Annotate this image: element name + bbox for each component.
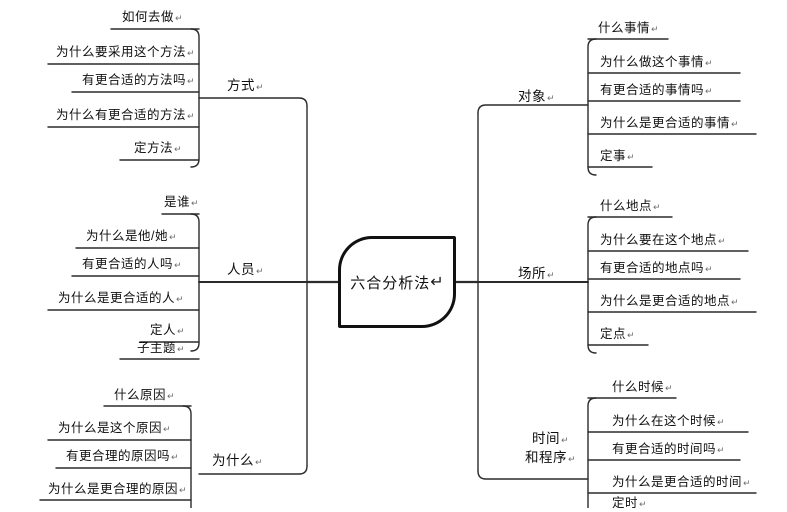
return-mark-icon: ↵ xyxy=(175,13,184,23)
branch-label-method[interactable]: 方式↵ xyxy=(227,78,265,93)
leaf-why-2[interactable]: 有更合理的原因吗↵ xyxy=(66,449,180,463)
leaf-personnel-5[interactable]: 子主题↵ xyxy=(137,341,186,355)
return-mark-icon: ↵ xyxy=(255,457,264,467)
leaf-personnel-1[interactable]: 为什么是他/她↵ xyxy=(86,229,178,243)
return-mark-icon: ↵ xyxy=(705,264,714,274)
return-mark-icon: ↵ xyxy=(568,454,577,464)
leaf-place-0[interactable]: 什么地点↵ xyxy=(600,199,662,213)
leaf-why-0[interactable]: 什么原因↵ xyxy=(114,388,176,402)
leaf-time-3[interactable]: 为什么是更合适的时间↵ xyxy=(612,475,752,489)
leaf-time-4[interactable]: 定时↵ xyxy=(612,496,648,510)
leaf-method-4[interactable]: 定方法↵ xyxy=(134,141,183,155)
return-mark-icon: ↵ xyxy=(651,24,660,34)
leaf-why-3[interactable]: 为什么是更合理的原因↵ xyxy=(48,482,188,496)
return-mark-icon: ↵ xyxy=(430,274,444,291)
return-mark-icon: ↵ xyxy=(705,58,714,68)
return-mark-icon: ↵ xyxy=(167,391,176,401)
leaf-object-3[interactable]: 为什么是更合适的事情↵ xyxy=(600,116,740,130)
return-mark-icon: ↵ xyxy=(743,478,752,488)
return-mark-icon: ↵ xyxy=(174,260,183,270)
leaf-time-2[interactable]: 有更合适的时间吗↵ xyxy=(612,442,726,456)
leaf-time-0[interactable]: 什么时候↵ xyxy=(612,380,674,394)
leaf-place-1[interactable]: 为什么要在这个地点↵ xyxy=(600,233,727,247)
return-mark-icon: ↵ xyxy=(731,297,740,307)
return-mark-icon: ↵ xyxy=(705,86,714,96)
branch-label-place[interactable]: 场所↵ xyxy=(518,266,556,281)
return-mark-icon: ↵ xyxy=(639,499,648,509)
return-mark-icon: ↵ xyxy=(168,232,178,242)
leaf-object-2[interactable]: 有更合适的事情吗↵ xyxy=(600,83,714,97)
return-mark-icon: ↵ xyxy=(177,326,186,336)
return-mark-icon: ↵ xyxy=(627,152,636,162)
return-mark-icon: ↵ xyxy=(717,417,726,427)
branch-label-object[interactable]: 对象↵ xyxy=(518,89,556,104)
leaf-personnel-4[interactable]: 定人↵ xyxy=(150,323,186,337)
return-mark-icon: ↵ xyxy=(561,435,570,445)
leaf-method-1[interactable]: 为什么要采用这个方法↵ xyxy=(56,45,196,59)
return-mark-icon: ↵ xyxy=(718,236,727,246)
return-mark-icon: ↵ xyxy=(187,76,196,86)
leaf-why-1[interactable]: 为什么是这个原因↵ xyxy=(58,421,172,435)
return-mark-icon: ↵ xyxy=(163,424,172,434)
leaf-place-4[interactable]: 定点↵ xyxy=(600,327,636,341)
return-mark-icon: ↵ xyxy=(547,270,556,280)
return-mark-icon: ↵ xyxy=(627,330,636,340)
leaf-time-1[interactable]: 为什么在这个时候↵ xyxy=(612,414,726,428)
return-mark-icon: ↵ xyxy=(177,344,186,354)
branch-label-time-line1: 时间↵ xyxy=(532,431,570,446)
return-mark-icon: ↵ xyxy=(665,383,674,393)
return-mark-icon: ↵ xyxy=(174,144,183,154)
leaf-place-3[interactable]: 为什么是更合适的地点↵ xyxy=(600,294,740,308)
branch-label-time[interactable]: 时间↵ 和程序↵ xyxy=(525,430,576,468)
central-topic-label: 六合分析法 xyxy=(350,274,431,292)
return-mark-icon: ↵ xyxy=(256,82,265,92)
return-mark-icon: ↵ xyxy=(717,445,726,455)
leaf-place-2[interactable]: 有更合适的地点吗↵ xyxy=(600,261,714,275)
return-mark-icon: ↵ xyxy=(256,266,265,276)
leaf-object-4[interactable]: 定事↵ xyxy=(600,149,636,163)
leaf-personnel-0[interactable]: 是谁↵ xyxy=(164,195,200,209)
branch-label-why[interactable]: 为什么↵ xyxy=(212,453,264,468)
leaf-method-3[interactable]: 为什么有更合适的方法↵ xyxy=(56,108,196,122)
leaf-method-2[interactable]: 有更合适的方法吗↵ xyxy=(82,73,196,87)
branch-label-time-line2: 和程序↵ xyxy=(525,450,577,465)
leaf-object-1[interactable]: 为什么做这个事情↵ xyxy=(600,55,714,69)
return-mark-icon: ↵ xyxy=(191,198,200,208)
leaf-method-0[interactable]: 如何去做↵ xyxy=(122,10,184,24)
return-mark-icon: ↵ xyxy=(179,485,188,495)
return-mark-icon: ↵ xyxy=(547,93,556,103)
leaf-personnel-3[interactable]: 为什么是更合适的人↵ xyxy=(58,291,185,305)
leaf-personnel-2[interactable]: 有更合适的人吗↵ xyxy=(82,257,183,271)
return-mark-icon: ↵ xyxy=(187,48,196,58)
leaf-object-0[interactable]: 什么事情↵ xyxy=(598,21,660,35)
return-mark-icon: ↵ xyxy=(187,111,196,121)
return-mark-icon: ↵ xyxy=(176,294,185,304)
return-mark-icon: ↵ xyxy=(731,119,740,129)
central-topic[interactable]: 六合分析法↵ xyxy=(338,236,456,328)
return-mark-icon: ↵ xyxy=(653,202,662,212)
return-mark-icon: ↵ xyxy=(171,452,180,462)
branch-label-personnel[interactable]: 人员↵ xyxy=(227,262,265,277)
